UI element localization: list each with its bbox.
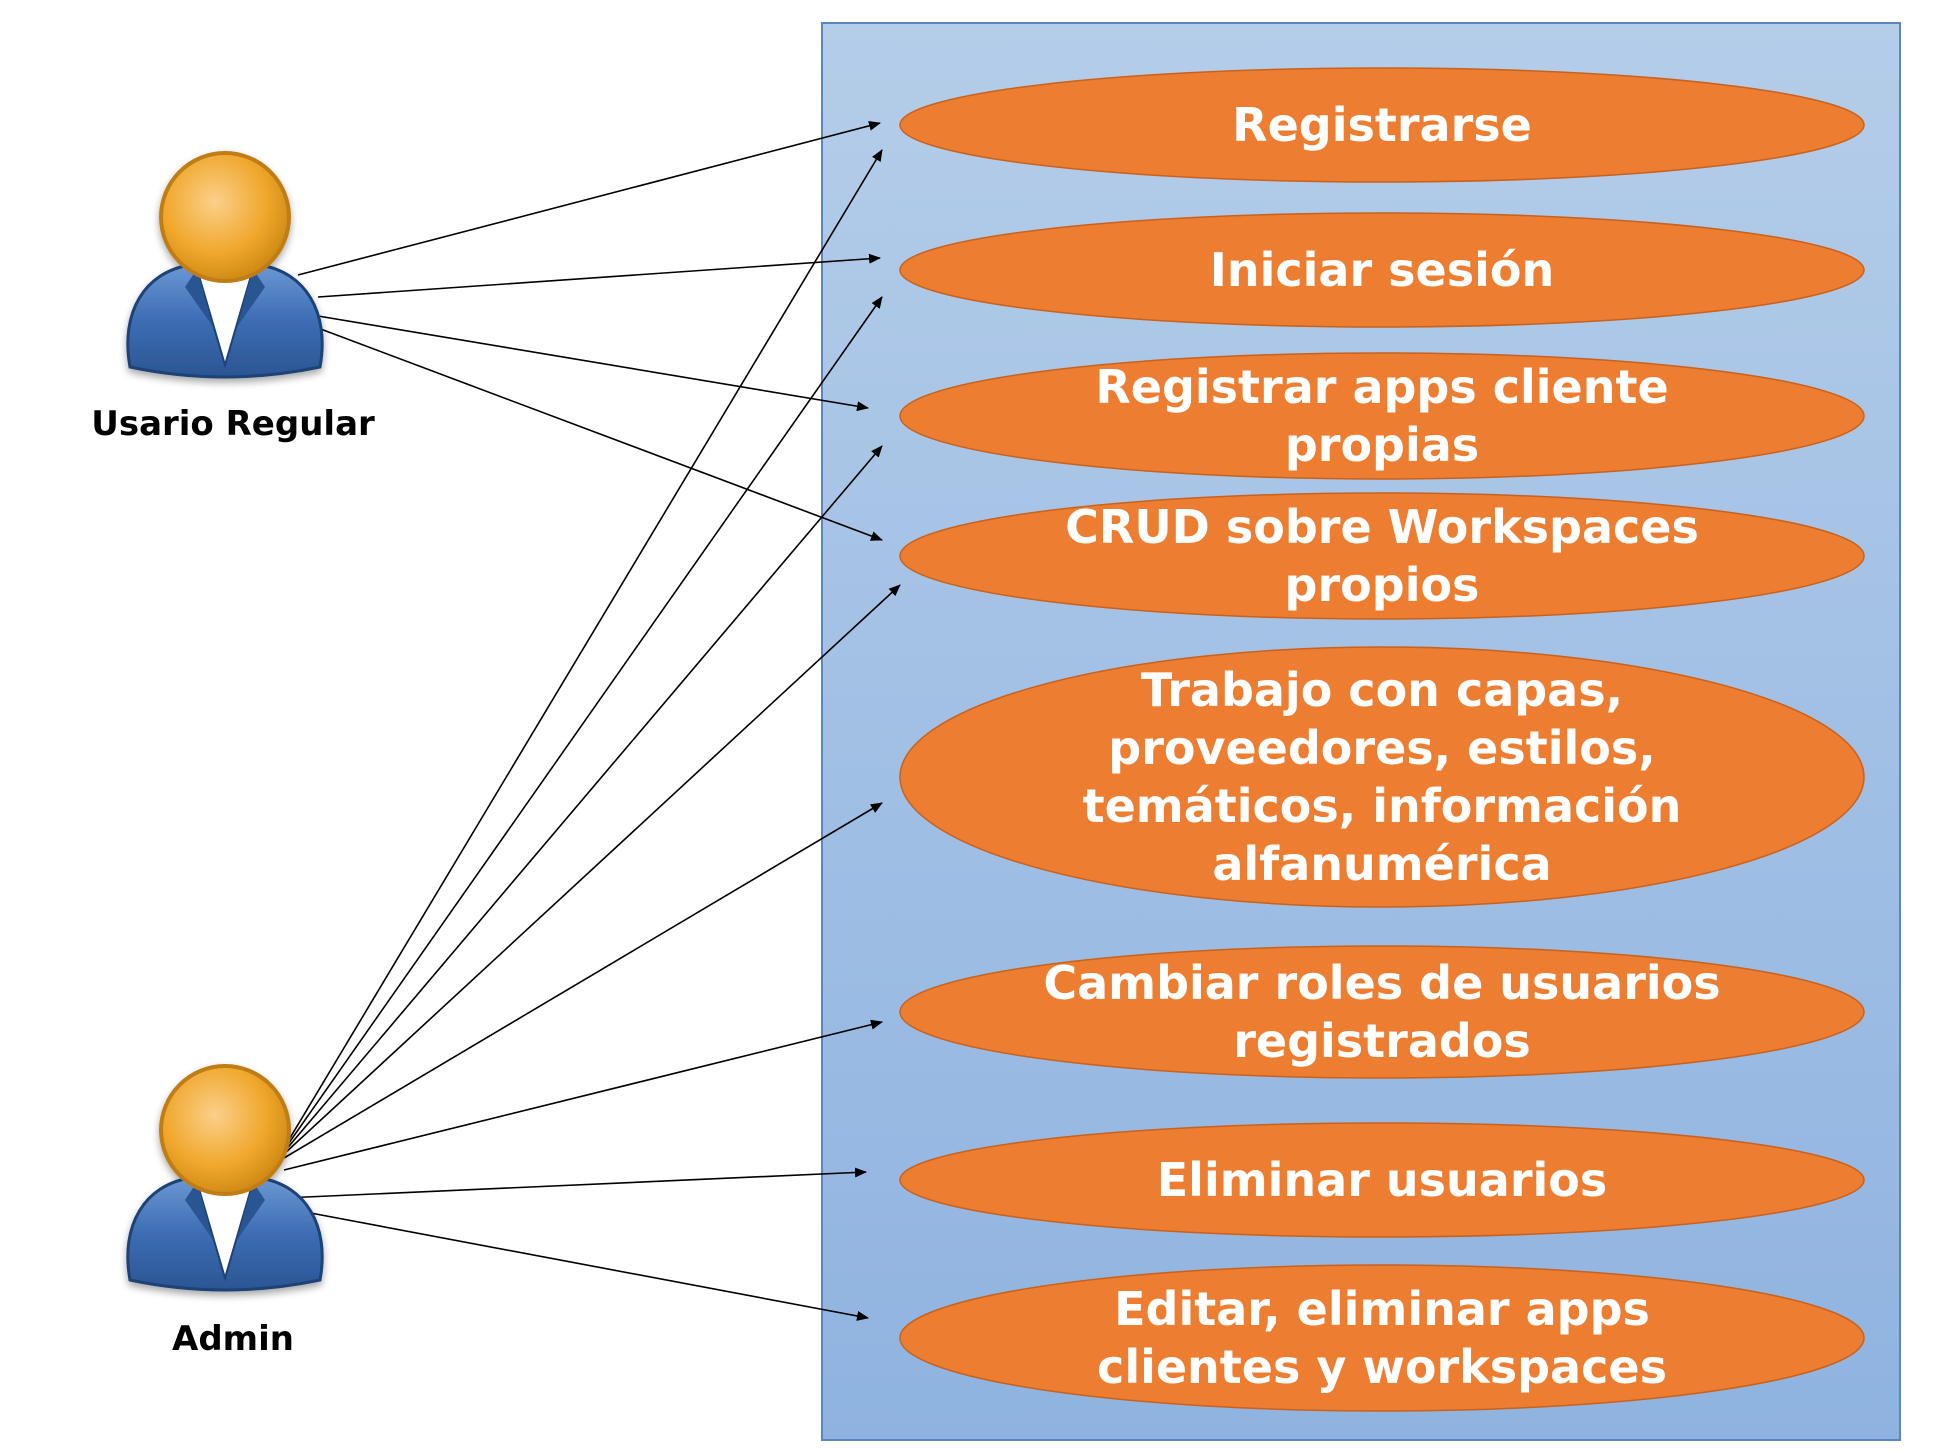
use-case-uc5[interactable]: Trabajo con capas,proveedores, estilos,t… — [899, 646, 1865, 908]
association-arrow-regular-uc2 — [317, 253, 881, 298]
association-arrow-regular-uc4 — [317, 327, 883, 541]
association-arrow-admin-uc7 — [283, 1167, 867, 1199]
use-case-ellipse — [899, 1264, 1865, 1412]
association-arrow-admin-uc8 — [283, 1207, 869, 1321]
use-case-ellipse — [899, 352, 1865, 480]
actor-lapel-icon — [237, 1182, 265, 1240]
association-arrow-admin-uc2 — [283, 296, 883, 1151]
use-case-ellipse — [899, 945, 1865, 1079]
use-case-label-line: propios — [1285, 558, 1480, 612]
association-arrow-regular-uc1 — [297, 120, 881, 276]
use-case-ellipse — [899, 646, 1865, 908]
actor-lapel-icon — [185, 1182, 213, 1240]
association-arrow-admin-uc1 — [283, 149, 883, 1149]
association-arrow-admin-uc4 — [283, 584, 901, 1155]
use-case-label-line: proveedores, estilos, — [1108, 721, 1655, 775]
actor-head-icon — [159, 151, 291, 283]
actor-regular[interactable] — [126, 151, 324, 379]
association-arrow-regular-uc3 — [317, 315, 869, 412]
actor-label: Usario Regular — [91, 404, 375, 444]
use-case-label-line: registrados — [1233, 1014, 1531, 1068]
use-case-label-line: alfanumérica — [1212, 837, 1551, 891]
use-case-uc7[interactable]: Eliminar usuarios — [899, 1122, 1865, 1238]
associations — [283, 120, 901, 1321]
use-case-label-line: CRUD sobre Workspaces — [1065, 500, 1699, 554]
association-arrow-admin-uc3 — [283, 445, 883, 1153]
use-case-label-line: clientes y workspaces — [1097, 1340, 1667, 1394]
use-case-label-line: Editar, eliminar apps — [1114, 1282, 1650, 1336]
use-case-label-line: Registrarse — [1232, 98, 1532, 152]
actor-admin[interactable] — [126, 1064, 324, 1292]
use-case-uc2[interactable]: Iniciar sesión — [899, 212, 1865, 328]
actor-label: Admin — [172, 1319, 294, 1359]
use-case-label-line: Eliminar usuarios — [1157, 1153, 1608, 1207]
use-case-label-line: Iniciar sesión — [1210, 243, 1554, 297]
use-case-label-line: temáticos, información — [1083, 779, 1682, 833]
association-arrow-admin-uc6 — [283, 1019, 883, 1171]
actor-lapel-icon — [237, 269, 265, 327]
use-case-uc1[interactable]: Registrarse — [899, 67, 1865, 183]
use-case-label-line: Trabajo con capas, — [1141, 663, 1623, 717]
use-case-ellipse — [899, 212, 1865, 328]
actor-head-icon — [159, 1064, 291, 1196]
use-case-label-line: Cambiar roles de usuarios — [1043, 956, 1720, 1010]
actor-lapel-icon — [185, 269, 213, 327]
use-case-label-line: propias — [1285, 418, 1479, 472]
use-case-ellipse — [899, 492, 1865, 620]
use-case-label-line: Registrar apps cliente — [1095, 360, 1668, 414]
use-case-ellipse — [899, 1122, 1865, 1238]
use-case-ellipse — [899, 67, 1865, 183]
association-arrow-admin-uc5 — [283, 802, 883, 1159]
